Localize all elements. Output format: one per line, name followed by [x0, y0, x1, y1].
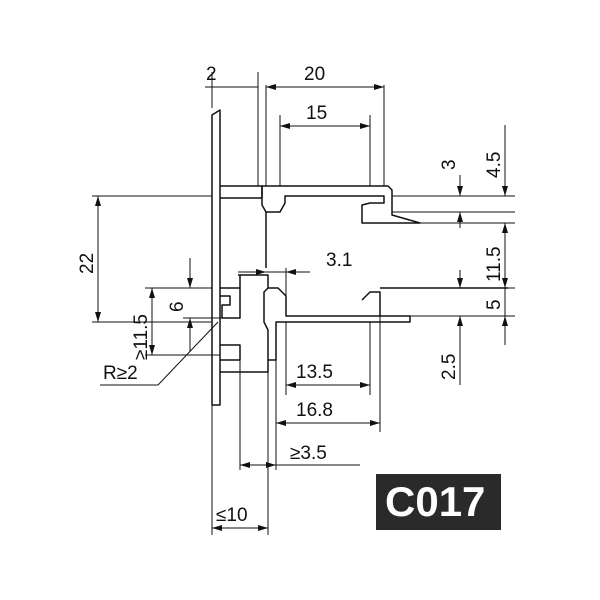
dimension-labels: 2 20 15 3.1 3 4.5 11.5 5 2.5 22 ≥11.5 6 …	[77, 64, 505, 526]
dim-left-22: 22	[77, 253, 98, 274]
dim-radius: R≥2	[103, 363, 138, 384]
dim-right-5: 5	[484, 299, 505, 310]
dim-bottom-le-10: ≤10	[216, 505, 248, 526]
dim-left-6: 6	[167, 301, 188, 312]
dim-right-11-5: 11.5	[484, 246, 505, 282]
dim-right-4-5: 4.5	[484, 152, 505, 178]
dim-bottom-13-5: 13.5	[296, 362, 333, 383]
dim-bottom-16-8: 16.8	[296, 400, 333, 421]
profile-outline	[211, 109, 508, 406]
dim-left-ge-11-5: ≥11.5	[131, 314, 152, 360]
dim-top-20: 20	[304, 64, 325, 85]
dimension-lines	[92, 72, 515, 535]
dim-right-2-5: 2.5	[439, 354, 460, 380]
product-code-badge: C017	[376, 474, 501, 530]
dim-top-2: 2	[206, 64, 217, 85]
product-code: C017	[385, 478, 485, 525]
dim-right-3: 3	[439, 159, 460, 170]
dim-top-15: 15	[306, 103, 327, 124]
dim-mid-3-1: 3.1	[326, 250, 352, 271]
dim-bottom-ge-3-5: ≥3.5	[290, 443, 327, 464]
